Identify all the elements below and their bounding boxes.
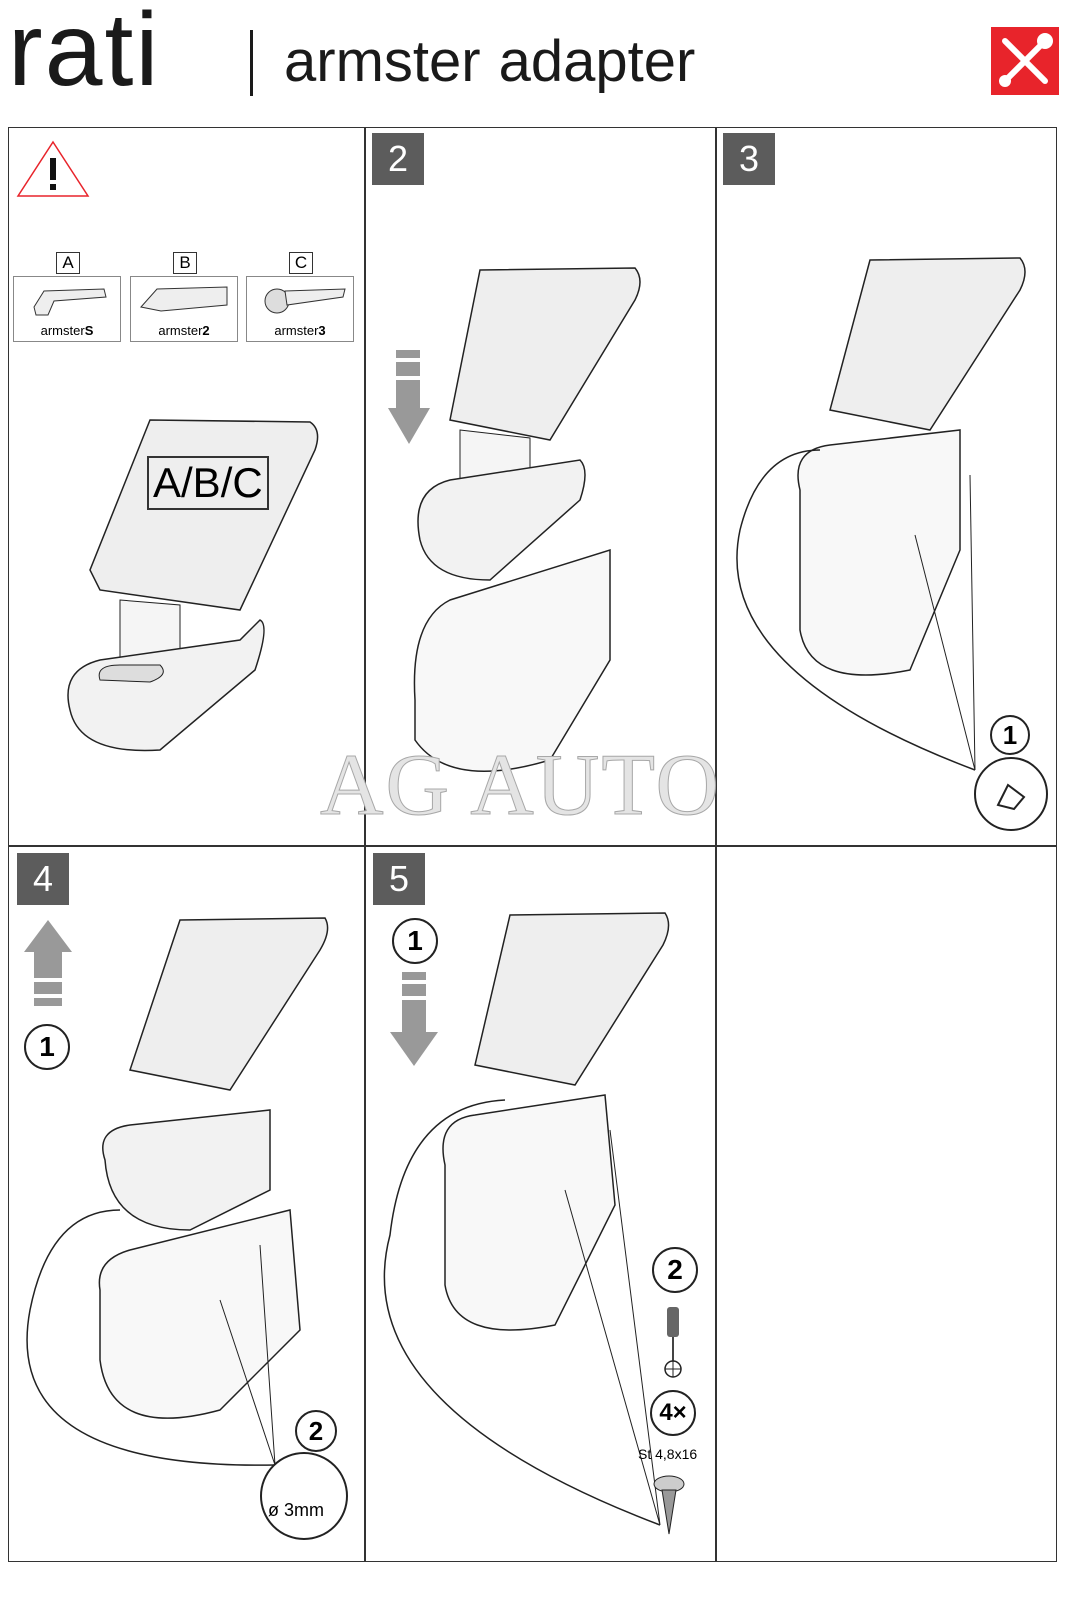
- arrow-down-icon: [388, 350, 430, 444]
- callout-1: 1: [392, 918, 438, 964]
- variant-armster-2: armster2: [130, 276, 238, 342]
- model-label: A/B/C: [147, 456, 269, 510]
- armrest-icon: [33, 288, 107, 316]
- armrest-icon: [264, 288, 346, 314]
- callout-1: 1: [990, 715, 1030, 755]
- hand-press-icon: [974, 757, 1048, 831]
- variant-suffix: 3: [318, 323, 326, 338]
- arrow-up-icon: [24, 920, 72, 1006]
- divider: [715, 127, 717, 1562]
- step-number: 4: [17, 853, 69, 905]
- variant-label-b: B: [173, 252, 197, 274]
- variant-name: armster: [274, 323, 319, 338]
- screw-spec: St 4,8x16: [638, 1446, 698, 1462]
- divider: [8, 845, 1057, 847]
- header-divider: [250, 30, 253, 96]
- variant-name: armster: [158, 323, 203, 338]
- product-name: armster: [284, 29, 481, 94]
- variant-name: armster: [40, 323, 85, 338]
- variant-armster-3: armster3: [246, 276, 354, 342]
- screw-icon: [653, 1475, 685, 1535]
- quantity-badge: 4×: [650, 1390, 696, 1436]
- wrench-screwdriver-icon: [991, 27, 1059, 95]
- callout-2: 2: [295, 1410, 337, 1452]
- callout-1: 1: [24, 1024, 70, 1070]
- product-title: armster adapter: [284, 22, 695, 102]
- armrest-illustration: [383, 912, 670, 1526]
- screwdriver-icon: [664, 1307, 682, 1378]
- product-type: adapter: [498, 29, 696, 94]
- variant-label-a: A: [56, 252, 80, 274]
- instruction-grid: [8, 127, 1057, 1562]
- step-number: 5: [373, 853, 425, 905]
- variant-suffix: 2: [202, 323, 210, 338]
- variant-suffix: S: [84, 323, 94, 338]
- drill-size: ø 3mm: [268, 1500, 324, 1520]
- armrest-icon: [140, 286, 228, 312]
- armrest-illustration: [26, 917, 329, 1466]
- watermark: AG AUTO: [319, 737, 722, 835]
- arrow-down-icon: [390, 972, 438, 1066]
- brand-logo: rati: [8, 0, 161, 108]
- divider: [364, 127, 366, 1562]
- armrest-illustration: [736, 257, 1026, 771]
- step-number: 2: [372, 133, 424, 185]
- armrest-illustration: [413, 267, 641, 772]
- warning-triangle-icon: [16, 140, 90, 197]
- variant-label-c: C: [289, 252, 313, 274]
- callout-2: 2: [652, 1247, 698, 1293]
- step-number: 3: [723, 133, 775, 185]
- drill-icon: ø 3mm: [260, 1452, 348, 1540]
- variant-armster-s: armsterS: [13, 276, 121, 342]
